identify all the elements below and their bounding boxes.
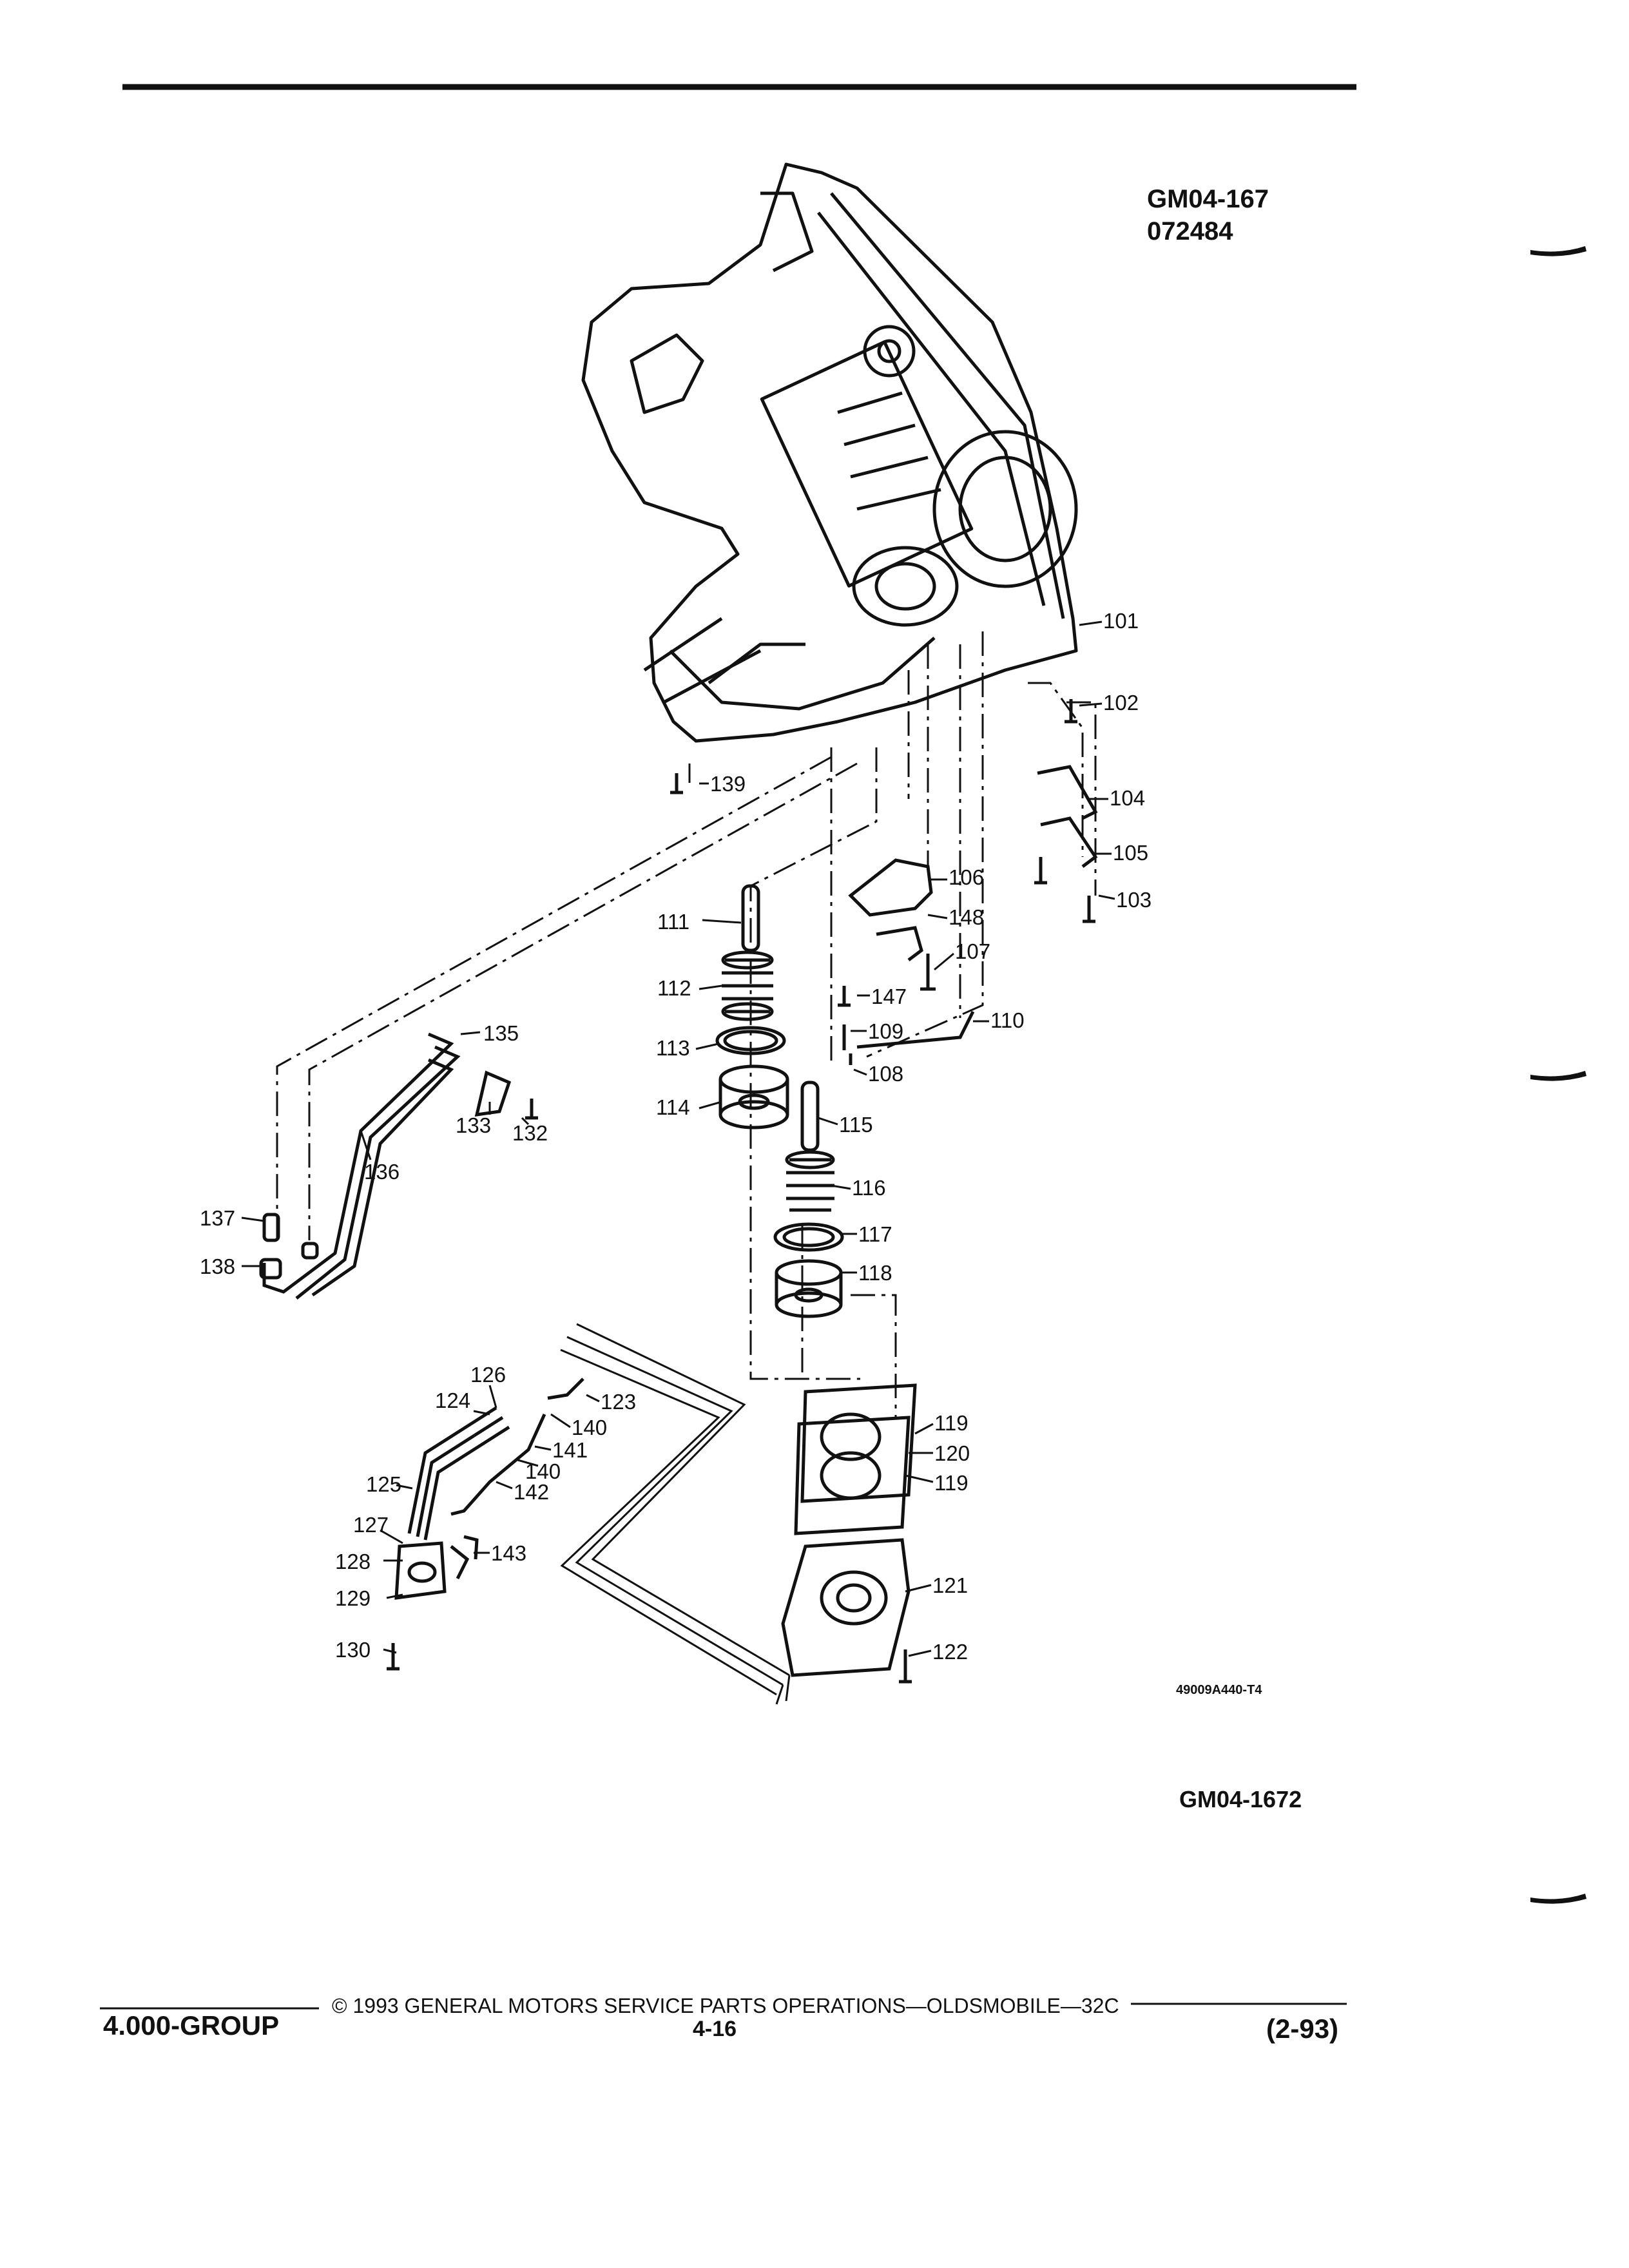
right-small-parts [670, 699, 1098, 1065]
callout-133: 133 [456, 1113, 492, 1137]
callout-122: 122 [932, 1640, 969, 1664]
callout-132: 132 [512, 1121, 548, 1145]
callout-148: 148 [949, 905, 985, 929]
callout-120: 120 [934, 1441, 970, 1465]
callout-105: 105 [1113, 841, 1149, 865]
leader-lines [241, 620, 1115, 1657]
callout-107: 107 [955, 939, 991, 963]
callout-101: 101 [1103, 609, 1139, 633]
callout-116: 116 [852, 1176, 886, 1200]
callout-123: 123 [601, 1390, 637, 1414]
callout-112: 112 [657, 976, 691, 1000]
callout-121: 121 [932, 1573, 969, 1597]
assembly-centerlines [276, 631, 1097, 1418]
parts-stack [715, 884, 917, 1684]
lower-left-pipe-assembly [387, 1378, 584, 1671]
diagram-code: GM04-167 [1147, 185, 1269, 213]
callout-136: 136 [364, 1160, 400, 1184]
callout-147: 147 [871, 985, 907, 1008]
callout-138: 138 [200, 1254, 236, 1278]
callout-110: 110 [990, 1008, 1025, 1032]
callout-126: 126 [470, 1363, 506, 1387]
callout-135: 135 [483, 1021, 519, 1045]
callout-125: 125 [366, 1472, 402, 1496]
margin-marks [1530, 246, 1586, 1904]
callout-127: 127 [353, 1513, 389, 1537]
callout-115: 115 [839, 1113, 873, 1137]
callout-139: 139 [710, 772, 746, 796]
callout-119-upper: 119 [934, 1411, 969, 1435]
figure-id: GM04-1672 [1179, 1786, 1302, 1812]
transaxle-case [581, 162, 1078, 743]
oil-pipe-route [560, 1323, 791, 1705]
callout-118: 118 [858, 1261, 892, 1285]
callout-142: 142 [514, 1480, 550, 1504]
diagram-date-code: 072484 [1147, 217, 1233, 245]
footer-group: 4.000-GROUP [103, 2010, 280, 2041]
callout-114: 114 [656, 1095, 690, 1119]
callout-111: 111 [657, 910, 690, 934]
callout-129: 129 [335, 1586, 371, 1610]
footer-page-number: 4-16 [693, 2017, 737, 2041]
callout-143: 143 [491, 1541, 527, 1565]
callout-141: 141 [552, 1438, 588, 1462]
callout-106: 106 [949, 865, 985, 889]
callout-128: 128 [335, 1550, 371, 1573]
callout-102: 102 [1103, 691, 1139, 715]
callout-113: 113 [656, 1036, 690, 1060]
callout-140-lower: 140 [525, 1459, 561, 1483]
callout-130: 130 [335, 1638, 371, 1662]
callout-117: 117 [858, 1222, 892, 1246]
art-number: 49009A440-T4 [1176, 1683, 1262, 1697]
callout-104: 104 [1110, 786, 1146, 810]
left-pipe-assembly [259, 1032, 538, 1300]
callout-103: 103 [1116, 888, 1152, 912]
callout-109: 109 [868, 1019, 904, 1043]
footer-copyright: © 1993 GENERAL MOTORS SERVICE PARTS OPER… [332, 1994, 1119, 2017]
callout-124: 124 [435, 1389, 471, 1412]
callout-108: 108 [868, 1062, 904, 1086]
callout-137: 137 [200, 1206, 236, 1230]
footer-date: (2-93) [1266, 2013, 1339, 2044]
callout-119-lower: 119 [934, 1471, 969, 1495]
callout-140-upper: 140 [572, 1416, 608, 1439]
